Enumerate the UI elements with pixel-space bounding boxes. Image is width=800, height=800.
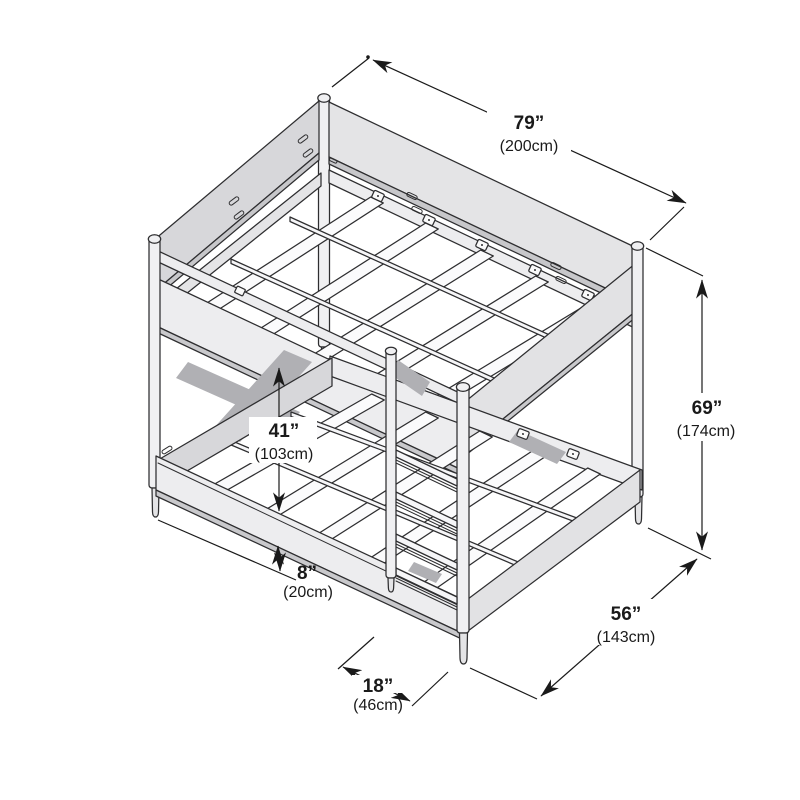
dimension-width: 56” (143cm) — [469, 558, 698, 700]
dimension-width-metric: (143cm) — [597, 629, 656, 646]
panel-slots-left — [228, 134, 314, 220]
slat-brackets-bottom — [516, 428, 580, 460]
dimension-length-metric: (200cm) — [500, 138, 559, 155]
dimension-length-inches: 79” — [514, 113, 545, 134]
dimension-ladder-width: 18” (46cm) — [337, 636, 449, 714]
dimension-bunk-clearance-metric: (103cm) — [255, 446, 314, 463]
dimension-under-clearance-metric: (20cm) — [283, 584, 333, 601]
ladder — [384, 346, 458, 611]
bottom-bunk — [155, 350, 643, 642]
dimension-ladder-width-metric: (46cm) — [353, 697, 403, 714]
dimension-bunk-clearance: 41” (103cm) — [249, 367, 317, 512]
dimension-ladder-width-inches: 18” — [363, 676, 394, 697]
dimension-under-clearance-inches: 8” — [297, 563, 317, 584]
dimension-width-inches: 56” — [611, 604, 642, 625]
front-right-post — [455, 381, 471, 665]
ladder-rung — [395, 449, 458, 493]
front-left-post — [147, 234, 162, 518]
dimension-height-inches: 69” — [692, 398, 723, 419]
ladder-rung — [395, 567, 458, 611]
dimension-height-metric: (174cm) — [677, 423, 736, 440]
ladder-left-rail — [384, 346, 398, 593]
dimension-height: 69” (174cm) — [645, 247, 740, 560]
bunk-bed-illustration — [147, 93, 645, 665]
dimension-bunk-clearance-inches: 41” — [269, 421, 300, 442]
bottom-bunk-slats — [200, 393, 601, 597]
dimension-under-clearance: 8” (20cm) — [157, 519, 333, 601]
dimension-length: 79” (200cm) — [331, 55, 687, 241]
